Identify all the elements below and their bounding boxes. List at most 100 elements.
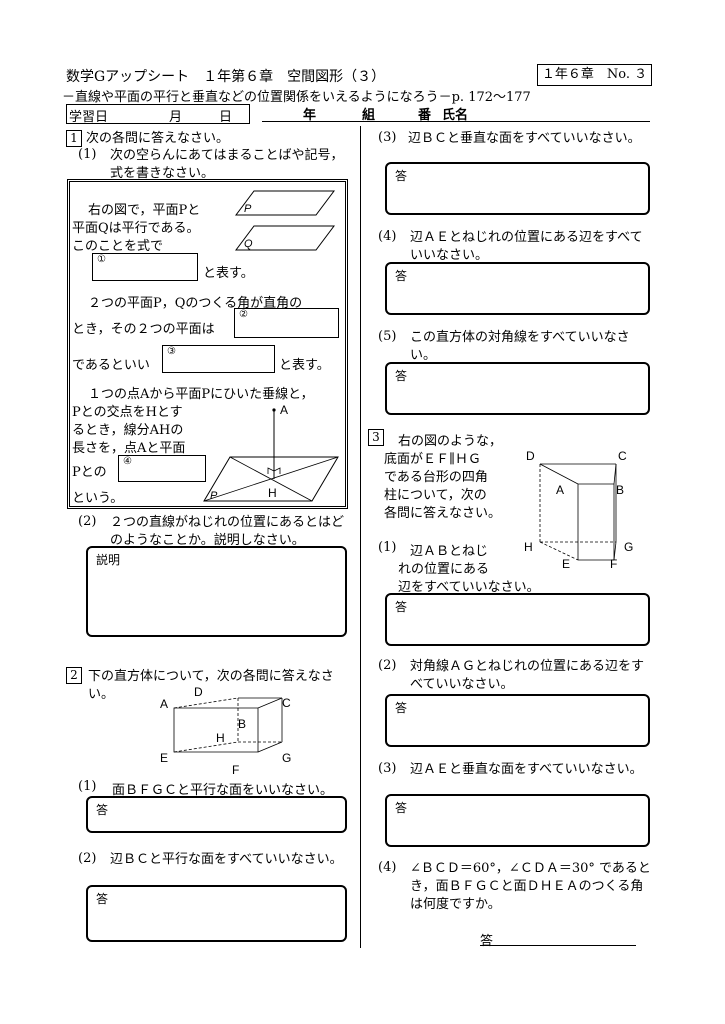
- fig-label-p: P: [244, 203, 252, 215]
- blank-2[interactable]: ②: [234, 308, 339, 338]
- blank-3[interactable]: ③: [162, 345, 275, 373]
- frame-text-12: 長さを，点Aと平面: [72, 441, 186, 456]
- q1-p1-num: (1): [78, 147, 97, 162]
- q3-p4-answer-line[interactable]: [480, 945, 636, 946]
- prism-figure: D C A B H G E F: [524, 449, 633, 570]
- q2-heading-text: 下の直方体について，次の各問に答えなさい。: [88, 669, 334, 702]
- prism-label-a: A: [556, 483, 564, 497]
- q3-p1-text-a: 辺ＡＢとねじ: [410, 544, 489, 559]
- q2-p5-num: (5): [378, 329, 397, 344]
- prism-label-d: D: [526, 449, 535, 463]
- q2-p3-text: 辺ＢＣと垂直な面をすべていいなさい。: [408, 131, 641, 146]
- frame-text-1: 右の図で，平面Pと: [88, 203, 201, 218]
- frame-text-8: と表す。: [279, 358, 330, 373]
- q2-p5-answer-box[interactable]: 答: [385, 362, 650, 415]
- cuboid-figure: A D C B H E F G: [160, 685, 291, 776]
- prism-label-g: G: [624, 540, 633, 554]
- perpendicular-figure: A H P: [203, 403, 339, 502]
- column-divider: [360, 126, 361, 948]
- q3-p4-num: (4): [378, 860, 397, 875]
- cuboid-label-e: E: [160, 751, 168, 765]
- q3-p3-answer-box[interactable]: 答: [385, 794, 650, 847]
- plane-q: [235, 225, 335, 251]
- q2-p2-answer-box[interactable]: 答: [86, 885, 347, 942]
- cuboid-label-d: D: [194, 685, 203, 699]
- frame-text-7: であるといい: [72, 358, 150, 373]
- frame-text-4: と表す。: [203, 266, 254, 281]
- prism-label-c: C: [618, 449, 627, 463]
- number-label: 番: [418, 108, 432, 123]
- blank-1[interactable]: ①: [92, 253, 198, 281]
- parallel-planes-figure: P Q: [235, 190, 335, 251]
- frame-text-5: ２つの平面P，Qのつくる角が直角の: [88, 296, 303, 311]
- frame-text-2: 平面Qは平行である。: [72, 221, 200, 236]
- class-label: 組: [362, 108, 376, 123]
- blank-4[interactable]: ④: [118, 455, 206, 482]
- name-line: [262, 121, 650, 122]
- page-subtitle: －直線や平面の平行と垂直などの位置関係をいえるようになろう－p. 172～177: [62, 90, 531, 105]
- frame-text-10: Pとの交点をHとす: [72, 405, 183, 420]
- q3-p1-num: (1): [378, 540, 397, 555]
- year-label: 年: [303, 108, 317, 123]
- q1-frame: [67, 179, 348, 509]
- prism-label-h: H: [524, 540, 533, 554]
- fig-label-h: H: [268, 486, 277, 500]
- cuboid-label-a: A: [160, 697, 168, 711]
- q1-p2-answer-box[interactable]: 説明: [86, 546, 347, 637]
- cuboid-label-c: C: [282, 696, 291, 710]
- q3-intro-2: 底面がＥＦ∥ＨＧ: [384, 452, 482, 467]
- q3-intro-1: 右の図のような，: [398, 434, 503, 449]
- q3-p4-answer-label: 答: [480, 934, 494, 949]
- q3-p1-text-c: 辺をすべていいなさい。: [398, 580, 540, 595]
- q2-p3-answer-box[interactable]: 答: [385, 162, 650, 215]
- q3-p2-text: 対角線ＡＧとねじれの位置にある辺をすべていいなさい。: [410, 659, 645, 692]
- prism-label-f: F: [610, 557, 617, 570]
- frame-text-3: このことを式で: [72, 239, 164, 254]
- fig-label-q: Q: [244, 238, 253, 250]
- q2-p2-num: (2): [78, 851, 97, 866]
- q3-intro-3: である台形の四角: [384, 470, 488, 485]
- q3-p4-text: ∠ＢＣＤ＝60°，∠ＣＤＡ＝30° であるとき，面ＢＦＧＣと面ＤＨＥＡのつくる角…: [410, 861, 651, 912]
- q2-heading: 2: [66, 667, 86, 684]
- q3-number: 3: [368, 429, 384, 446]
- q2-p1-answer-box[interactable]: 答: [86, 796, 347, 833]
- q2-p4-text: 辺ＡＥとねじれの位置にある辺をすべていいなさい。: [410, 230, 643, 263]
- q1-p1-text: 次の空らんにあてはまることばや記号，式を書きなさい。: [110, 148, 344, 181]
- q3-p2-answer-box[interactable]: 答: [385, 694, 650, 747]
- date-label: 学習日: [69, 110, 109, 125]
- fig-label-a: A: [280, 403, 288, 417]
- q3-p2-num: (2): [378, 658, 397, 673]
- frame-text-9: １つの点Aから平面Pにひいた垂線と，: [88, 387, 314, 402]
- prism-label-b: B: [616, 483, 624, 497]
- q2-p4-answer-box[interactable]: 答: [385, 262, 650, 315]
- cuboid-label-b: B: [238, 717, 246, 731]
- cuboid-label-g: G: [282, 751, 291, 765]
- q2-p1-text: 面ＢＦＧＣと平行な面をいいなさい。: [112, 783, 334, 798]
- q3-intro-4: 柱について，次の: [384, 488, 487, 503]
- frame-text-13: Pとの: [72, 465, 107, 480]
- q3-intro-5: 各問に答えなさい。: [384, 506, 502, 521]
- q3-p3-text: 辺ＡＥと垂直な面をすべていいなさい。: [410, 762, 643, 777]
- q2-p3-num: (3): [378, 130, 397, 145]
- q2-p4-num: (4): [378, 229, 397, 244]
- q3-p3-num: (3): [378, 761, 397, 776]
- q2-number: 2: [66, 667, 82, 684]
- q2-p5-text: この直方体の対角線をすべていいなさい。: [410, 330, 630, 363]
- q3-heading: 3: [368, 429, 388, 446]
- name-label: 氏名: [442, 108, 469, 123]
- sheet-code: １年６章 No. ３: [537, 64, 652, 86]
- q1-p2-num: (2): [78, 514, 97, 529]
- frame-text-6: とき，その２つの平面は: [72, 322, 215, 337]
- plane-p: [235, 190, 335, 216]
- date-box: 学習日 月 日: [66, 104, 250, 125]
- page-title: 数学Gアップシート １年第６章 空間図形（３）: [66, 69, 386, 85]
- q2-p2-text: 辺ＢＣと平行な面をすべていいなさい。: [110, 852, 343, 867]
- q2-p1-num: (1): [78, 779, 97, 794]
- cuboid-label-f: F: [232, 763, 239, 776]
- q3-p1-answer-box[interactable]: 答: [385, 593, 650, 646]
- point-a: [272, 408, 276, 412]
- q1-number: 1: [66, 130, 82, 147]
- month-label: 月: [169, 110, 183, 125]
- frame-text-11: るとき，線分AHの: [72, 423, 184, 438]
